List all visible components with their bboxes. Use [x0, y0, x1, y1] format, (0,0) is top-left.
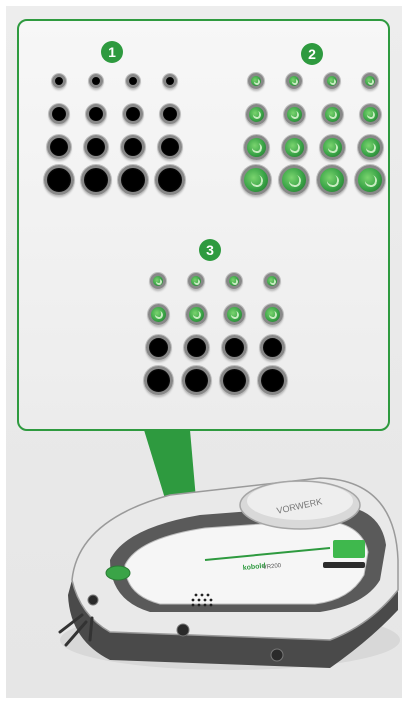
sensor	[271, 649, 283, 661]
hole-black	[158, 135, 182, 159]
hole-green	[279, 165, 309, 195]
robot-display	[333, 540, 365, 558]
hole-black	[160, 104, 180, 124]
hole-green	[317, 165, 347, 195]
hole-green	[360, 104, 381, 125]
hole-black	[84, 135, 108, 159]
hole-green	[188, 273, 204, 289]
hole-green	[246, 104, 267, 125]
step-badge-1: 1	[101, 41, 123, 63]
hole-green	[226, 273, 242, 289]
hole-green	[262, 304, 283, 325]
hole-black	[126, 74, 140, 88]
hole-green	[264, 273, 280, 289]
step-badge-3: 3	[199, 239, 221, 261]
callout-panel: 1 2 3	[17, 19, 390, 431]
hole-black	[49, 104, 69, 124]
hole-black	[260, 335, 285, 360]
hole-black	[184, 335, 209, 360]
step-badge-2: 2	[301, 43, 323, 65]
hole-green	[322, 104, 343, 125]
hole-black	[52, 74, 66, 88]
hole-black	[118, 165, 148, 195]
hole-black	[222, 335, 247, 360]
hole-green	[284, 104, 305, 125]
hole-black	[86, 104, 106, 124]
hole-black	[44, 165, 74, 195]
hole-black	[220, 366, 249, 395]
hole-black	[146, 335, 171, 360]
hole-green	[362, 73, 378, 89]
hole-green	[324, 73, 340, 89]
hole-black	[81, 165, 111, 195]
hole-black	[163, 74, 177, 88]
power-button	[106, 566, 130, 580]
hole-green	[148, 304, 169, 325]
hole-green	[355, 165, 385, 195]
sensor	[177, 624, 189, 636]
robot-buttons	[323, 562, 365, 568]
hole-black	[47, 135, 71, 159]
hole-black	[258, 366, 287, 395]
hole-black	[89, 74, 103, 88]
hole-green	[320, 135, 345, 160]
hole-green	[282, 135, 307, 160]
hole-green	[241, 165, 271, 195]
hole-green	[358, 135, 383, 160]
hole-green	[286, 73, 302, 89]
hole-black	[155, 165, 185, 195]
sensor	[88, 595, 98, 605]
hole-green	[186, 304, 207, 325]
hole-black	[121, 135, 145, 159]
hole-black	[123, 104, 143, 124]
hole-green	[224, 304, 245, 325]
hole-green	[248, 73, 264, 89]
hole-black	[182, 366, 211, 395]
hole-black	[144, 366, 173, 395]
hole-green	[244, 135, 269, 160]
hole-green	[150, 273, 166, 289]
